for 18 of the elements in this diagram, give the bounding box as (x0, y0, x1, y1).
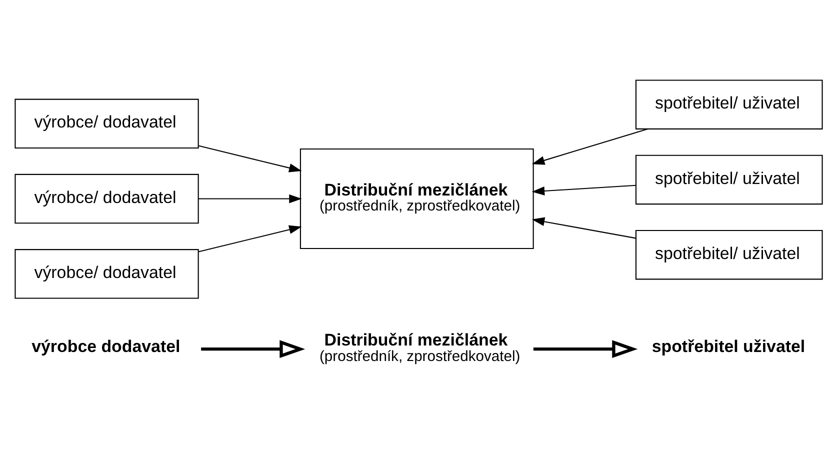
arrow (198, 194, 302, 203)
node-box: výrobce/ dodavatel (14, 248, 199, 298)
arrow (201, 340, 306, 358)
node-box: spotřebitel/ uživatel (635, 79, 823, 129)
arrow (198, 224, 302, 252)
node-text: spotřebitel uživatel (652, 336, 806, 356)
node-box: výrobce/ dodavatel (14, 173, 199, 224)
node-box: spotřebitel/ uživatel (635, 230, 823, 280)
node-box: spotřebitel/ uživatel (635, 154, 823, 204)
arrow (532, 184, 636, 195)
arrow (533, 340, 638, 358)
node-box: Distribuční mezičlánek (prostředník, zprostředkovatel) (300, 148, 534, 249)
arrow (532, 128, 648, 164)
arrow (532, 216, 636, 238)
node-box: výrobce/ dodavatel (14, 98, 199, 148)
node-text: výrobce dodavatel (32, 336, 180, 356)
arrow (198, 144, 302, 172)
node-text: Distribuční mezičlánek (prostředník, zprostředkovatel) (320, 330, 520, 364)
